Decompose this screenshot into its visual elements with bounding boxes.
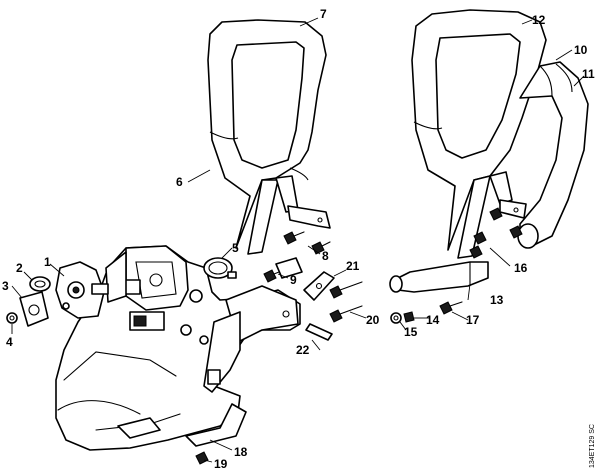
callout-4: 4 (6, 335, 13, 349)
gasket (29, 276, 51, 292)
callout-20: 20 (366, 313, 380, 327)
bracket-18 (185, 403, 247, 447)
screw-16c (469, 245, 483, 259)
callout-10: 10 (574, 43, 588, 57)
reference-code: 134ET129 SC (589, 424, 596, 468)
callout-7: 7 (320, 7, 327, 21)
nut (6, 312, 18, 324)
callout-12: 12 (532, 13, 546, 27)
callout-16: 16 (514, 261, 528, 275)
callout-22: 22 (296, 343, 310, 357)
callout-2: 2 (16, 261, 23, 275)
screw-20a (329, 281, 363, 299)
screw-19 (195, 451, 209, 465)
callout-15: 15 (404, 325, 418, 339)
callout-9: 9 (290, 273, 297, 287)
handlebar-left (207, 19, 331, 255)
callout-13: 13 (490, 293, 504, 307)
clamp-plate-21 (303, 271, 335, 301)
leader-lines (11, 17, 585, 463)
screw-16d (509, 225, 523, 239)
sleeve-22 (305, 323, 333, 341)
callout-14: 14 (426, 313, 440, 327)
flange-plate (19, 291, 49, 327)
callout-19: 19 (214, 457, 228, 471)
screw-9 (263, 257, 303, 283)
callout-3: 3 (2, 279, 9, 293)
callout-18: 18 (234, 445, 248, 459)
screw-20b (329, 305, 363, 323)
screw-17 (439, 301, 463, 315)
washer-15 (390, 312, 402, 324)
handle-grip-13 (389, 261, 489, 293)
callout-6: 6 (176, 175, 183, 189)
handlebar-right (411, 9, 589, 259)
callout-5: 5 (232, 241, 239, 255)
callout-8: 8 (322, 249, 329, 263)
callout-1: 1 (44, 255, 51, 269)
engine-housing (55, 245, 301, 451)
screw-16b (489, 207, 503, 221)
hose-clamp (203, 257, 237, 279)
screws (185, 207, 523, 465)
callout-11: 11 (582, 67, 595, 81)
carburetor (55, 261, 109, 319)
callout-17: 17 (466, 313, 480, 327)
screw-16a (473, 231, 487, 245)
screw-14 (403, 311, 415, 323)
callout-labels: 1 2 3 4 5 6 7 8 9 10 11 12 13 14 15 16 1… (2, 7, 595, 471)
screw-8a (283, 231, 305, 245)
callout-21: 21 (346, 259, 360, 273)
